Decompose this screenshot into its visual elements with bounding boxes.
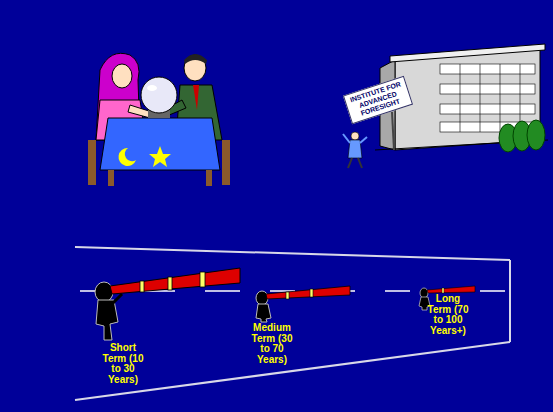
medium-term-viewer bbox=[256, 286, 350, 322]
small-man bbox=[343, 132, 367, 168]
telescope bbox=[266, 286, 350, 299]
woman-face bbox=[112, 64, 132, 88]
man-face bbox=[184, 55, 206, 81]
table-leg bbox=[108, 170, 114, 186]
star-symbol bbox=[149, 146, 171, 167]
window-bars bbox=[460, 64, 520, 132]
moon-symbol bbox=[119, 148, 136, 166]
building-face bbox=[395, 48, 540, 150]
chair bbox=[88, 140, 96, 185]
telescope bbox=[110, 268, 240, 294]
term-label: Long Term (70 to 100 Years+) bbox=[423, 294, 473, 336]
tablecloth bbox=[100, 118, 220, 170]
short-term-viewer bbox=[95, 268, 240, 340]
sign-text: INSTITUTE FOR ADVANCED FORESIGHT bbox=[349, 80, 408, 120]
table-leg bbox=[206, 170, 212, 186]
sign-post bbox=[392, 112, 394, 150]
ball-highlight bbox=[147, 85, 157, 91]
telescope bbox=[427, 286, 475, 293]
chair bbox=[222, 140, 230, 185]
man-tie bbox=[193, 85, 199, 110]
fortune-teller-scene bbox=[88, 53, 230, 186]
shrubs bbox=[499, 120, 545, 152]
term-label: Short Term (10 to 30 Years) bbox=[98, 343, 148, 385]
term-label: Medium Term (30 to 70 Years) bbox=[247, 323, 297, 365]
building-roof bbox=[390, 44, 545, 62]
crystal-ball bbox=[141, 77, 177, 113]
man-hair bbox=[184, 54, 207, 64]
sign-board: INSTITUTE FOR ADVANCED FORESIGHT bbox=[343, 76, 413, 124]
perspective-wedge bbox=[75, 247, 510, 400]
